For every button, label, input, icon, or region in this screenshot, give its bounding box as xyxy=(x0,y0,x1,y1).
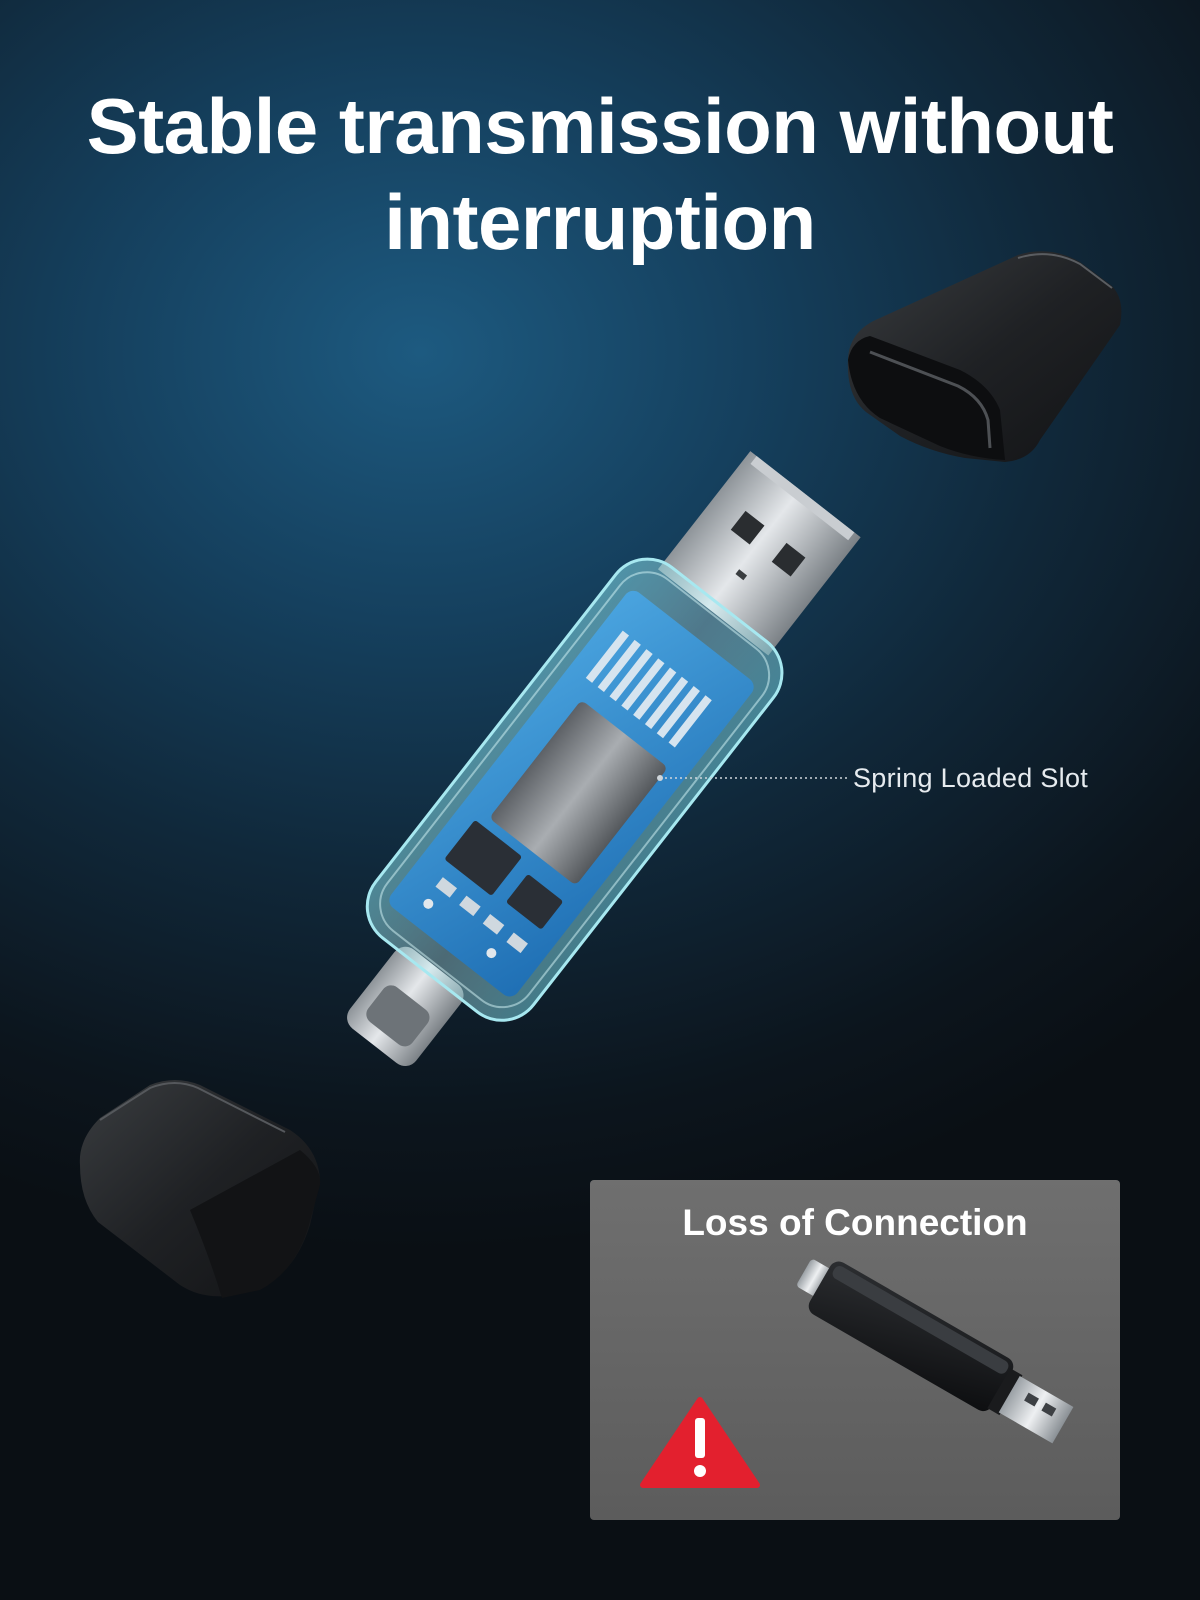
headline: Stable transmission without interruption xyxy=(60,78,1140,270)
card-reader-body xyxy=(347,451,861,1067)
usb-a-cap xyxy=(847,251,1122,462)
callout-dot xyxy=(657,775,663,781)
headline-line-1: Stable transmission without xyxy=(86,82,1114,170)
callout-label-spring-loaded-slot: Spring Loaded Slot xyxy=(853,763,1089,793)
loose-reader-illustration xyxy=(640,1259,1074,1488)
headline-line-2: interruption xyxy=(384,178,816,266)
usb-c-cap xyxy=(79,1080,321,1298)
inset-title: Loss of Connection xyxy=(682,1202,1028,1243)
loss-of-connection-panel: Loss of Connection xyxy=(590,1180,1120,1520)
warning-triangle-icon xyxy=(640,1397,760,1488)
